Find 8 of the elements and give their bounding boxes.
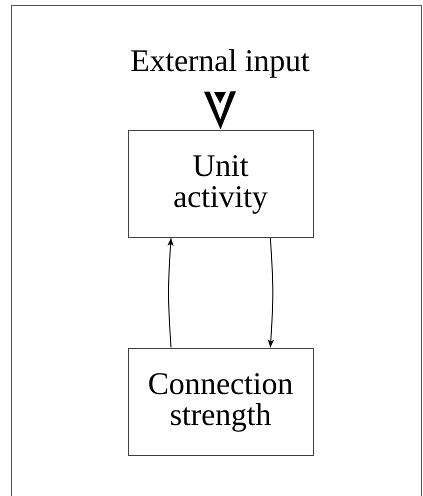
arrow bbox=[167, 238, 174, 348]
process-box bbox=[128, 348, 314, 456]
box-label: Unit activity bbox=[172, 150, 269, 212]
thick-arrow bbox=[204, 91, 236, 130]
input-label: External input bbox=[100, 45, 340, 92]
process-box bbox=[128, 130, 314, 238]
arrow bbox=[268, 238, 274, 348]
box-label: Connection strength bbox=[146, 368, 294, 430]
